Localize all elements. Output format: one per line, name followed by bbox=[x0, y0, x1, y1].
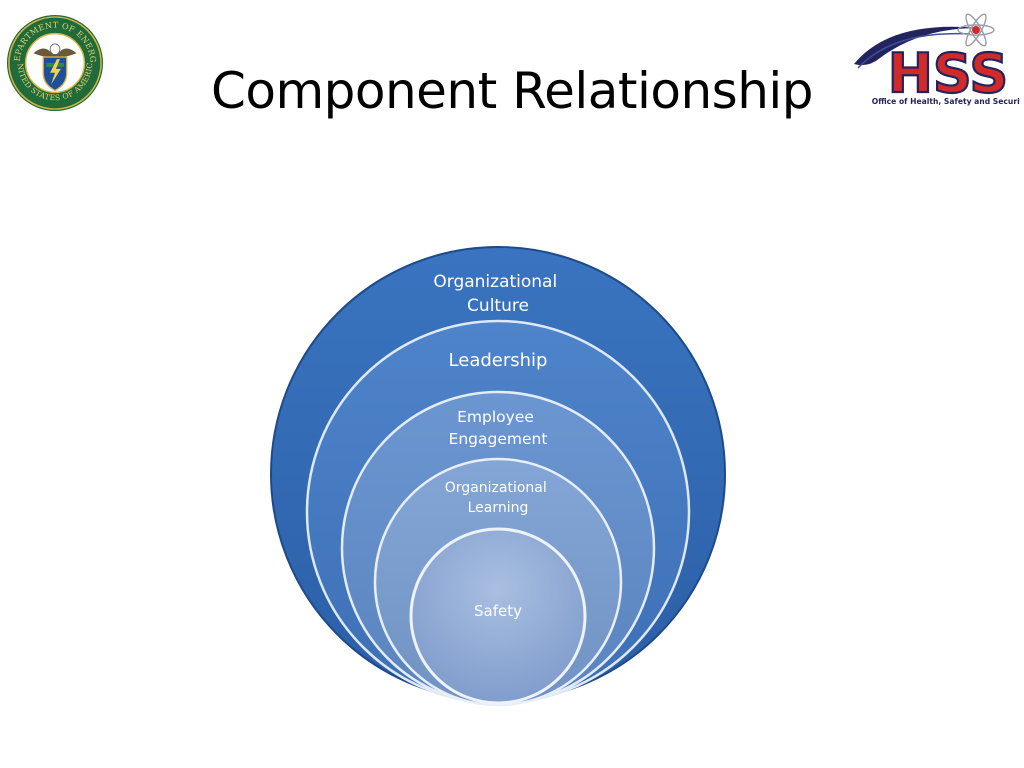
department-of-energy-seal-icon: DEPARTMENT OF ENERGY UNITED STATES OF AM… bbox=[6, 14, 104, 112]
hss-tagline: Office of Health, Safety and Security bbox=[872, 97, 1020, 106]
slide-title: Component Relationship bbox=[210, 62, 814, 120]
hss-wordmark: HSS bbox=[888, 42, 1009, 105]
circle-safety bbox=[409, 527, 587, 705]
label-organizational-learning: Organizational Learning bbox=[445, 480, 551, 516]
atom-icon bbox=[957, 13, 995, 47]
label-employee-engagement: Employee Engagement bbox=[449, 408, 548, 448]
label-organizational-culture: Organizational Culture bbox=[433, 272, 562, 316]
hss-logo: HSS Office of Health, Safety and Securit… bbox=[854, 13, 1020, 106]
label-safety: Safety bbox=[474, 602, 522, 620]
label-leadership: Leadership bbox=[449, 350, 548, 371]
